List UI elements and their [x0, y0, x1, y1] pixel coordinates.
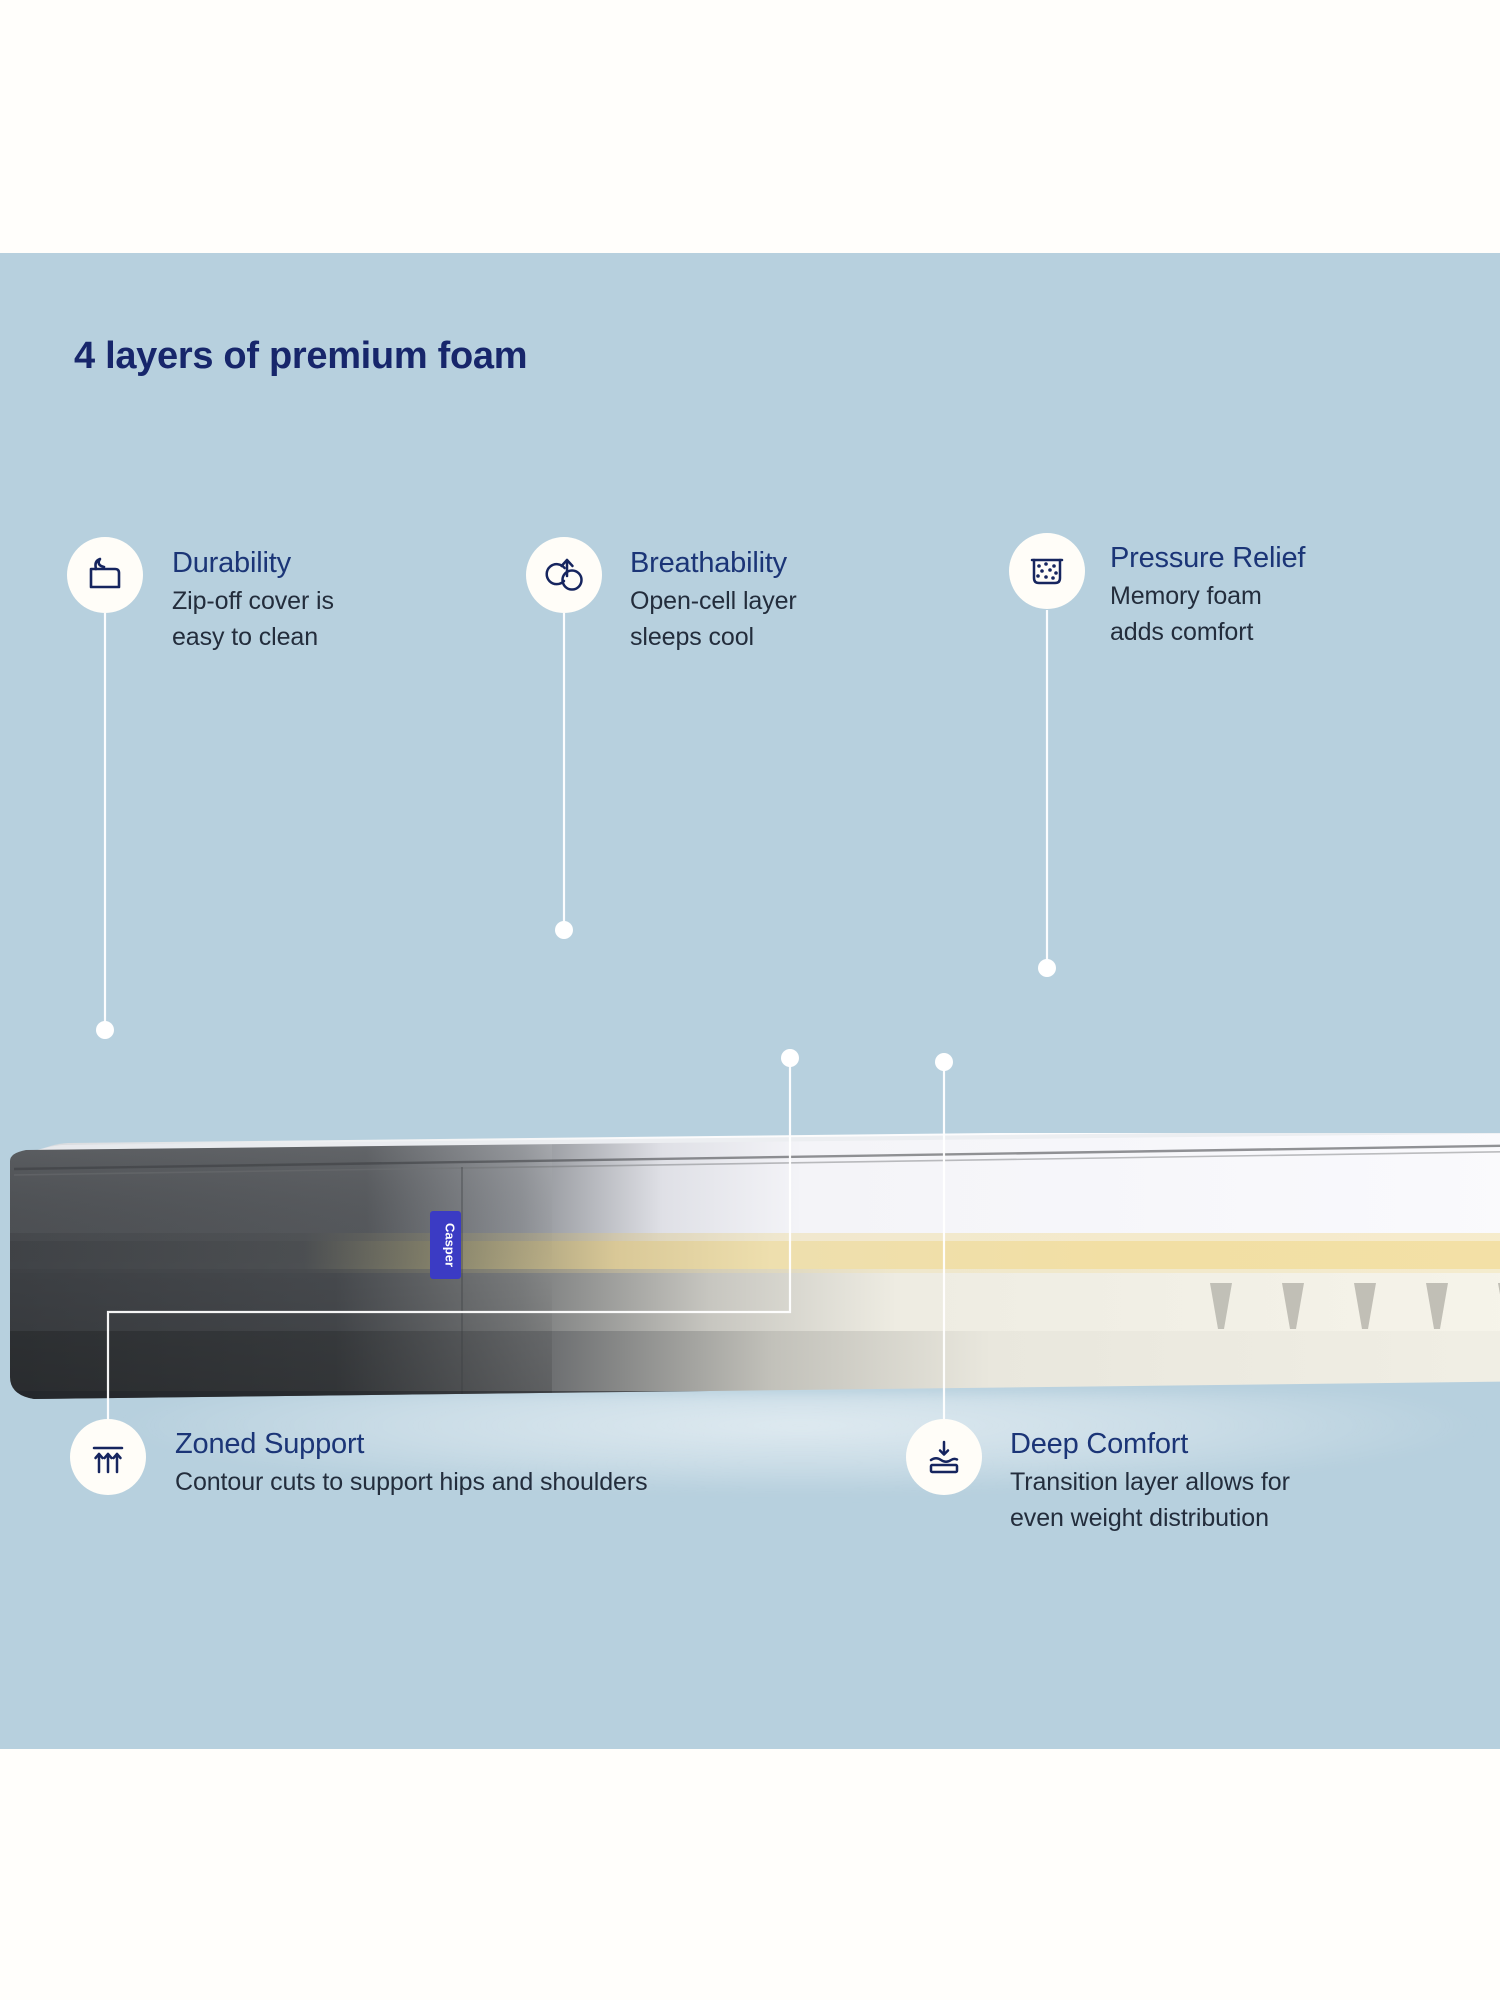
- callout-desc: Zip-off cover is easy to clean: [172, 587, 334, 651]
- page-title: 4 layers of premium foam: [74, 335, 528, 377]
- downward-pressure-layer-icon: [906, 1419, 982, 1495]
- mattress-illustration: Casper: [10, 1133, 1500, 1399]
- zip-cover-icon: [67, 537, 143, 613]
- callout-title: Durability: [172, 547, 291, 579]
- mattress-shadow: [20, 1393, 1500, 1573]
- callout-title: Pressure Relief: [1110, 542, 1306, 574]
- callout-desc: Open-cell layer sleeps cool: [630, 587, 797, 651]
- callout-title: Deep Comfort: [1010, 1428, 1189, 1460]
- memory-foam-cells-icon: [1009, 533, 1085, 609]
- open-cell-airflow-icon: [526, 537, 602, 613]
- casper-brand-tag: Casper: [430, 1211, 461, 1279]
- callout-title: Zoned Support: [175, 1428, 365, 1460]
- callout-desc: Transition layer allows for even weight …: [1010, 1468, 1290, 1532]
- callout-desc: Memory foam adds comfort: [1110, 582, 1262, 646]
- callout-title: Breathability: [630, 547, 787, 579]
- svg-text:Casper: Casper: [443, 1223, 458, 1267]
- upward-arrows-icon: [70, 1419, 146, 1495]
- callout-desc: Contour cuts to support hips and shoulde…: [175, 1468, 648, 1497]
